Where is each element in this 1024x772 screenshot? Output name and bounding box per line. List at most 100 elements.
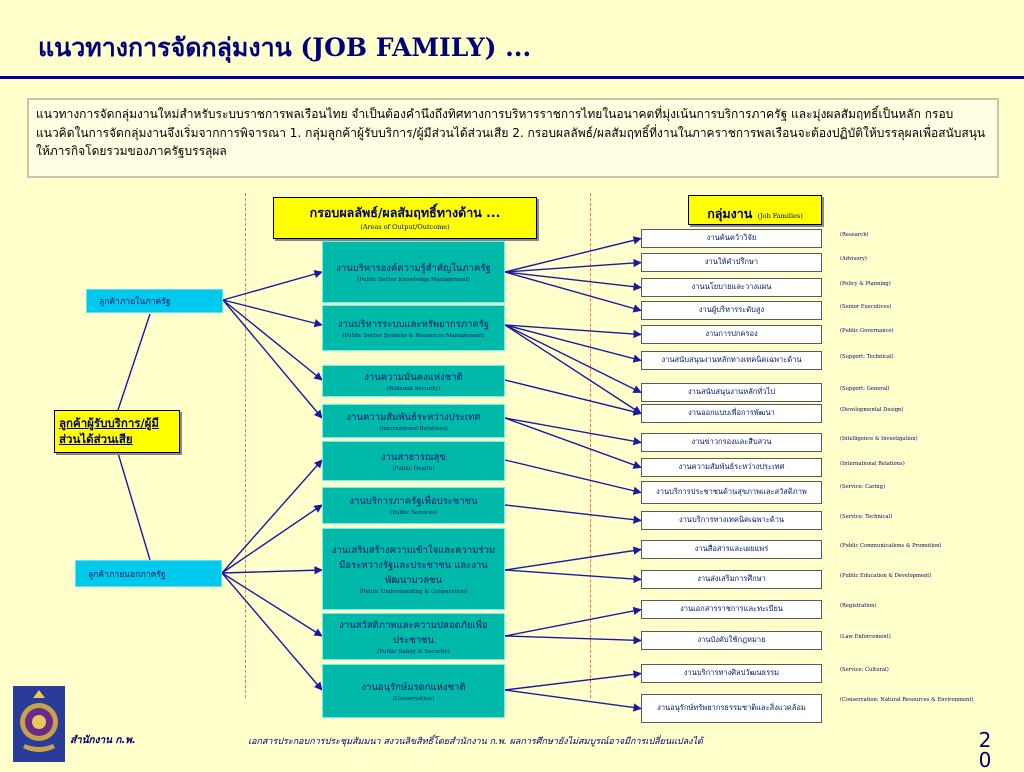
connector-arrow [504,569,642,584]
job-family-box: งานข่าวกรองและสืบสวน [641,433,822,452]
connector-arrow [222,299,323,328]
job-family-english-label: (Public Education & Development) [840,573,932,579]
output-area-en: (National Security) [386,385,441,392]
output-area-th: งานอนุรักษ์มรดกแห่งชาติ [361,681,466,693]
job-family-box: งานผู้บริหารระดับสูง [641,301,822,320]
job-family-english-label: (Public Governance) [840,328,894,334]
output-area-box: งานบริหารระบบและทรัพยากรภาครัฐ(Public Se… [322,305,505,351]
connector-arrow [221,572,323,691]
output-area-box: งานบริหารองค์ความรู้สำคัญในภาครัฐ (Public… [322,241,505,303]
connector-arrow [504,236,642,273]
connector-arrow [504,689,642,712]
organization-logo [13,686,65,762]
connector-arrow [504,271,642,291]
client-external-box: ลูกค้าภายนอกภาครัฐ [75,560,222,587]
job-family-box: งานบังคับใช้กฎหมาย [641,631,822,650]
main-client-box: ลูกค้าผู้รับบริการ/ผู้มีส่วนได้ส่วนเสีย [54,410,180,453]
connector-arrow [504,324,642,394]
column-divider-right [590,193,591,698]
job-family-english-label: (Conservation: Natural Resources & Envir… [840,697,974,703]
footer-note: เอกสารประกอบการประชุมสัมมนา สงวนลิขสิทธิ… [248,737,703,747]
job-family-box: งานเอกสารราชการและทะเบียน [641,600,822,619]
job-family-box: งานออกแบบเพื่อการพัฒนา [641,404,822,423]
job-family-english-label: (Support: General) [840,386,890,392]
job-family-box: งานอนุรักษ์ทรัพยากรธรรมชาติและสิ่งแวดล้อ… [641,694,822,723]
column-divider-left [245,193,246,698]
output-areas-header-en: (Areas of Output/Outcome) [360,223,450,231]
organization-name: สำนักงาน ก.พ. [70,735,136,746]
connector-arrow [221,566,323,575]
job-family-box: งานให้คำปรึกษา [641,253,822,272]
connector-arrow [504,324,642,415]
page-number: 2 0 [978,728,992,772]
job-family-english-label: (Intelligence & Investigation) [840,436,918,442]
connector-arrow [222,299,323,419]
output-area-box: งานความสัมพันธ์ระหว่างประเทศ(Internation… [322,404,505,438]
job-family-english-label: (Service: Cultural) [840,667,889,673]
output-areas-header: กรอบผลลัพธ์/ผลสัมฤทธิ์ทางด้าน ... (Areas… [273,197,537,239]
connector-arrow [221,459,323,574]
output-area-box: งานสวัสดิภาพและความปลอดภัยเพื่อประชาชน (P… [322,613,505,660]
connector-arrow [221,572,323,637]
job-family-english-label: (Registration) [840,603,877,609]
intro-text: แนวทางการจัดกลุ่มงานใหม่สำหรับระบบราชการ… [27,98,999,178]
output-area-th: งานความสัมพันธ์ระหว่างประเทศ [346,411,481,423]
job-family-box: งานสื่อสารและเผยแพร่ [641,540,822,559]
connector-arrow [222,270,323,301]
output-area-box: งานความมั่นคงแห่งชาติ (National Security) [322,365,505,397]
job-family-box: งานค้นคว้าวิจัย [641,229,822,248]
job-family-english-label: (Advisory) [840,256,867,262]
output-area-th: งานสวัสดิภาพและความปลอดภัยเพื่อประชาชน [339,619,488,646]
job-family-box: งานบริการทางเทคนิคเฉพาะด้าน [641,511,822,530]
job-families-header-th: กลุ่มงาน [707,206,753,221]
connector-arrow [504,670,642,691]
output-area-th: งานเสริมสร้างความเข้าใจและความร่วมมือระห… [331,544,496,586]
output-area-en: (Public Health) [392,465,435,472]
connector-arrow [504,606,642,637]
connector-arrow [504,258,642,273]
output-area-th: งานบริหารองค์ความรู้สำคัญในภาครัฐ [336,262,491,274]
job-family-english-label: (Service: Technical) [840,514,893,520]
output-area-en: (Public Safety & Security) [377,648,450,655]
connector-arrow [504,459,642,495]
job-family-box: งานการปกครอง [641,325,822,344]
output-area-en: (Public Services) [389,510,438,516]
job-family-box: งานบริการทางศิลปวัฒนธรรม [641,664,822,683]
job-family-english-label: (Support: Technical) [840,354,894,360]
job-family-box: งานนโยบายและวางแผน [641,278,822,297]
job-family-box: งานบริการประชาชนด้านสุขภาพและสวัสดิภาพ [641,481,822,504]
job-family-english-label: (Developmental Design) [840,407,904,413]
connector-arrow [504,417,642,446]
output-area-en: (Public Understanding & Cooperation) [359,588,468,595]
job-family-english-label: (Senior Executives) [840,304,892,310]
output-area-box: งานบริการภาครัฐเพื่อประชาชน(Public Servi… [322,487,505,524]
connector-arrow [221,504,323,574]
connector-arrow [504,324,642,339]
connector-arrow [504,504,642,524]
output-areas-header-th: กรอบผลลัพธ์/ผลสัมฤทธิ์ทางด้าน ... [309,205,501,220]
job-families-header-en: (Job Families) [757,212,803,220]
connector-arrow [117,313,151,411]
connector-arrow [504,635,642,645]
output-area-th: งานสาธารณสุข [381,451,446,463]
job-family-english-label: (Research) [840,232,869,238]
output-area-box: งานสาธารณสุข (Public Health) [322,441,505,481]
job-family-box: งานความสัมพันธ์ระหว่างประเทศ [641,458,822,477]
connector-arrow [504,546,642,571]
job-family-english-label: (Law Enforcement) [840,634,891,640]
title-divider [0,76,1024,79]
page-title: แนวทางการจัดกลุ่มงาน (JOB FAMILY) ... [38,33,532,62]
connector-arrow [504,379,642,416]
output-area-th: งานบริหารระบบและทรัพยากรภาครัฐ [337,318,490,330]
connector-arrow [117,452,151,561]
job-family-box: งานสนับสนุนงานหลักทั่วไป [641,383,822,402]
job-family-english-label: (Service: Caring) [840,484,885,490]
output-area-en: (Public Sector Knowledge Management) [357,276,470,283]
output-area-th: งานความมั่นคงแห่งชาติ [364,371,463,383]
job-family-english-label: (International Relations) [840,461,905,467]
job-family-box: งานส่งเสริมการศึกษา [641,570,822,589]
output-area-box: งานเสริมสร้างความเข้าใจและความร่วมมือระห… [322,528,505,610]
job-families-header: กลุ่มงาน (Job Families) [688,195,822,225]
connector-arrow [504,417,642,469]
